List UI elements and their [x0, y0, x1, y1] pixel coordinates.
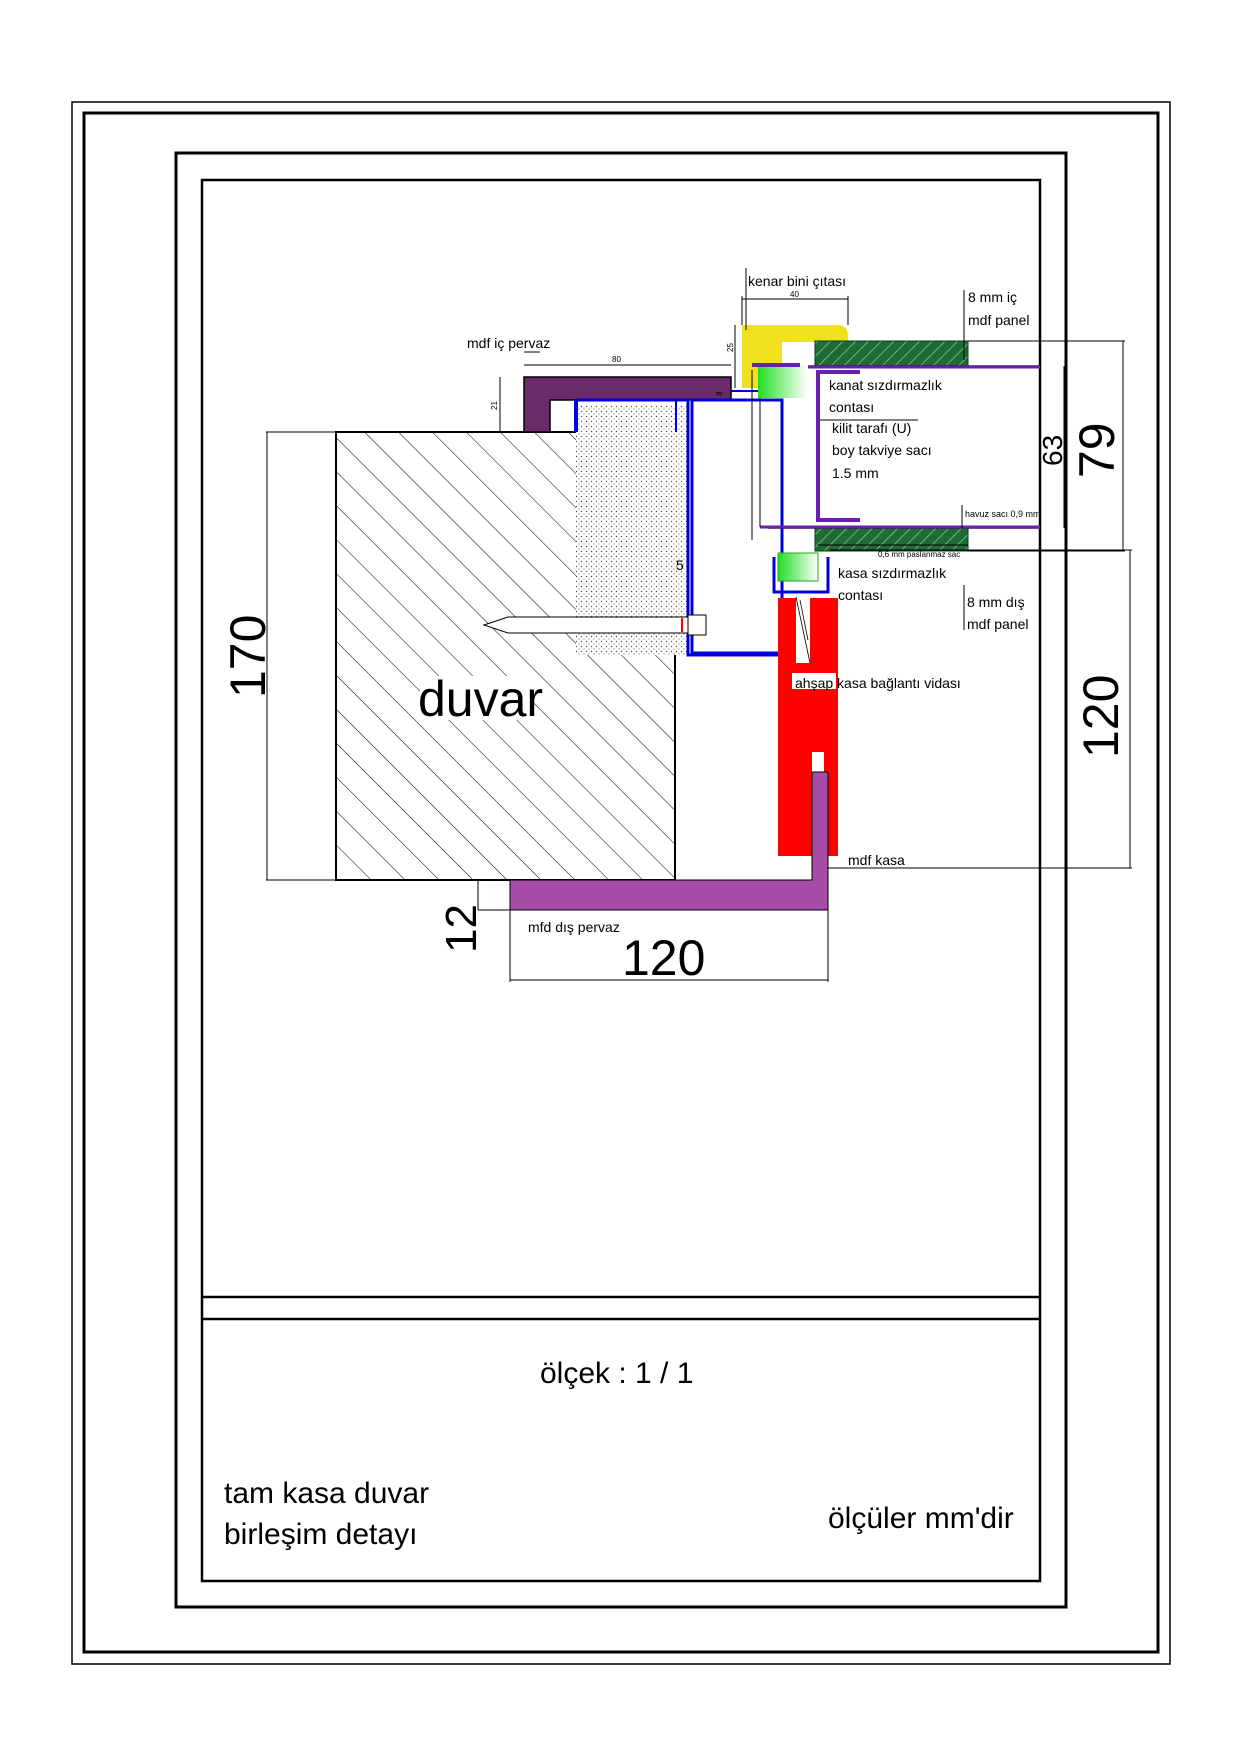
label-pool-sheet: havuz sacı 0,9 mm	[965, 509, 1041, 519]
dim-170-text: 170	[220, 615, 276, 698]
door-leaf	[751, 365, 1040, 540]
units-note: ölçüler mm'dir	[828, 1502, 1014, 1535]
scale-text: ölçek : 1 / 1	[540, 1357, 693, 1390]
label-outer-panel-2: mdf panel	[967, 616, 1028, 632]
dim-80-text: 80	[612, 355, 621, 364]
dimension-wall-depth: 170	[220, 431, 336, 881]
dim-12-text: 12	[437, 904, 486, 953]
label-lock-side-2: boy takviye sacı	[832, 442, 932, 458]
dimension-door-core: 63	[1037, 366, 1068, 528]
dim-63-text: 63	[1037, 435, 1068, 466]
inner-mdf-panel	[814, 340, 969, 367]
dim-120-horizontal-text: 120	[622, 930, 705, 986]
label-lock-side-3: 1.5 mm	[832, 465, 879, 481]
label-leaf-seal-2: contası	[829, 399, 874, 415]
dimension-strip: 40 25 80 21 8 5	[490, 290, 849, 573]
annotations: kenar bini çıtası 8 mm iç mdf panel mdf …	[467, 268, 1041, 935]
label-inner-casing: mdf iç pervaz	[467, 335, 550, 351]
dimension-outer-casing: 120	[509, 910, 829, 986]
label-screw: ahşap kasa bağlantı vidası	[795, 675, 961, 691]
label-stainless-sheet: 0,6 mm paslanmaz sac	[878, 550, 960, 559]
dim-79-text: 79	[1069, 422, 1125, 478]
wall-label: duvar	[418, 671, 543, 727]
outer-mdf-panel	[814, 527, 969, 552]
label-frame-seal-2: contası	[838, 587, 883, 603]
leaf-seal	[758, 365, 808, 398]
dim-8-text: 8	[715, 391, 724, 396]
label-inner-panel-1: 8 mm iç	[968, 289, 1017, 305]
foam-filler	[576, 405, 688, 655]
dim-21-text: 21	[490, 401, 499, 410]
dimension-door-thickness: 79	[968, 340, 1125, 552]
label-inner-panel-2: mdf panel	[968, 312, 1029, 328]
label-edge-strip: kenar bini çıtası	[748, 273, 846, 289]
mdf-frame	[778, 596, 838, 856]
dim-120-vertical-text: 120	[1073, 675, 1129, 758]
frame-seal	[777, 552, 819, 582]
dim-5-text: 5	[676, 557, 684, 573]
inner-casing	[523, 376, 732, 433]
drawing-title-line2: birleşim detayı	[224, 1518, 417, 1551]
wall-screw	[482, 614, 707, 636]
dim-25-text: 25	[726, 343, 735, 352]
label-lock-side-1: kilit tarafı (U)	[832, 420, 911, 436]
dim-40-text: 40	[790, 290, 799, 299]
label-leaf-seal-1: kanat sızdırmazlık	[829, 377, 943, 393]
label-frame-seal-1: kasa sızdırmazlık	[838, 565, 947, 581]
label-mdf-frame: mdf kasa	[848, 852, 905, 868]
lock-reinforcement	[816, 370, 860, 522]
dimension-casing-thickness: 12	[437, 879, 510, 953]
label-outer-panel-1: 8 mm dış	[967, 594, 1025, 610]
sheet-border	[71, 101, 1171, 1665]
drawing-title-line1: tam kasa duvar	[224, 1477, 429, 1510]
wall: duvar	[335, 431, 676, 881]
title-block: ölçek : 1 / 1 tam kasa duvar birleşim de…	[224, 1357, 1014, 1551]
label-outer-casing: mfd dış pervaz	[528, 919, 620, 935]
